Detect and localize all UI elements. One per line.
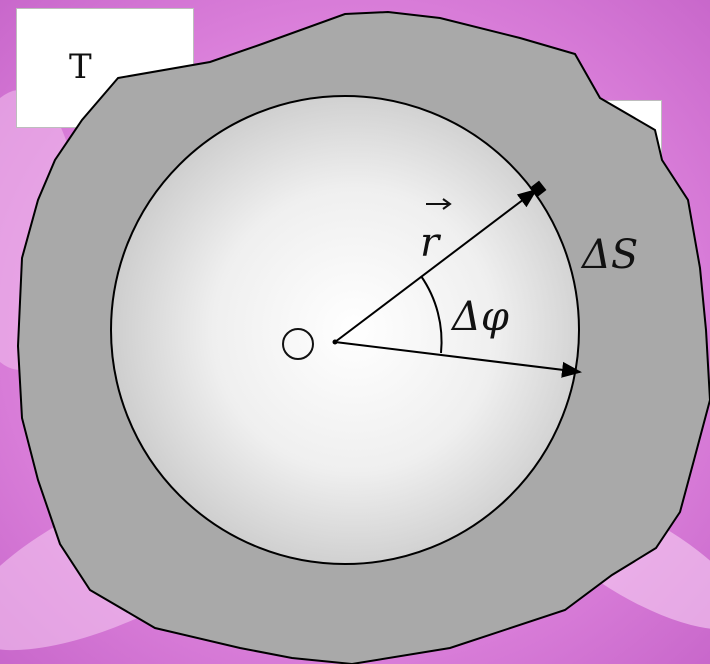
vector-arrow-head [442, 198, 452, 210]
label-t: T [69, 47, 92, 87]
angle-arc [420, 275, 443, 354]
center-label-o [282, 328, 314, 360]
angle-label: Δφ [450, 294, 509, 340]
radius-vector-label: r [420, 220, 442, 266]
radius-vector-r2 [334, 341, 582, 378]
rotation-circle [110, 95, 580, 565]
arc-length-label: ΔS [580, 232, 638, 278]
point-marker [529, 180, 547, 198]
radius-vector-r [334, 188, 538, 343]
